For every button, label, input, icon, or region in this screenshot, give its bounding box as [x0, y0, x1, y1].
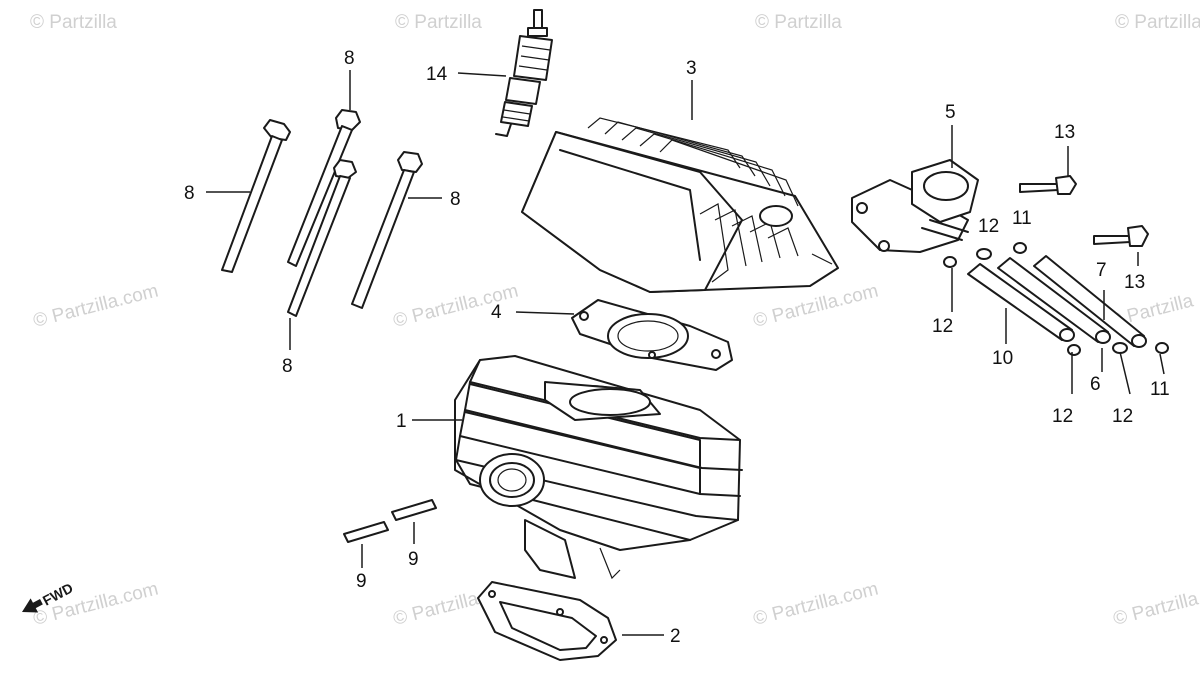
part-spark-plug[interactable]	[495, 9, 553, 137]
part-dowel-pins[interactable]	[343, 499, 437, 543]
part-clips[interactable]	[943, 242, 1169, 356]
callout-4[interactable]: 4	[491, 302, 502, 323]
part-base-gasket[interactable]	[477, 581, 617, 661]
callout-12c[interactable]: 12	[1052, 406, 1073, 427]
callout-9a[interactable]: 9	[356, 571, 367, 592]
callout-3[interactable]: 3	[686, 58, 697, 79]
callout-11b[interactable]: 11	[1150, 379, 1170, 400]
watermark: © Partzilla	[395, 12, 482, 33]
callout-13a[interactable]: 13	[1054, 122, 1075, 143]
callout-6[interactable]: 6	[1090, 374, 1101, 395]
watermark: © Partzilla.com	[31, 281, 160, 332]
callout-13b[interactable]: 13	[1124, 272, 1145, 293]
part-cylinder-head[interactable]	[521, 117, 839, 293]
callout-11a[interactable]: 11	[1012, 208, 1032, 229]
callout-8d[interactable]: 8	[282, 356, 293, 377]
part-head-gasket[interactable]	[571, 299, 733, 371]
callout-8c[interactable]: 8	[450, 189, 461, 210]
leader-lines	[206, 70, 1165, 636]
fwd-arrow-icon	[22, 598, 43, 613]
callout-7[interactable]: 7	[1096, 260, 1107, 281]
callout-1[interactable]: 1	[396, 411, 407, 432]
callout-10[interactable]: 10	[992, 348, 1013, 369]
watermark: © Partzilla	[30, 12, 117, 33]
part-studs[interactable]	[221, 109, 423, 317]
watermark: © Partzilla	[1111, 588, 1200, 629]
watermark: © Partzilla	[1115, 12, 1200, 33]
watermark: © Partzilla.com	[751, 579, 880, 630]
callout-5[interactable]: 5	[945, 102, 956, 123]
callouts: 14 3 4 1 2 5 13 13 8 8 8 8 9 9 12 11 12 …	[184, 48, 1170, 647]
callout-9b[interactable]: 9	[408, 549, 419, 570]
callout-12a[interactable]: 12	[978, 216, 999, 237]
part-tubes[interactable]	[967, 255, 1147, 348]
part-bolts[interactable]	[1019, 175, 1149, 247]
callout-2[interactable]: 2	[670, 626, 681, 647]
callout-8a[interactable]: 8	[184, 183, 195, 204]
callout-12d[interactable]: 12	[1112, 406, 1133, 427]
callout-8b[interactable]: 8	[344, 48, 355, 69]
callout-12b[interactable]: 12	[932, 316, 953, 337]
part-cylinder[interactable]	[454, 355, 743, 580]
watermark: © Partzilla	[755, 12, 842, 33]
callout-14[interactable]: 14	[426, 64, 448, 85]
part-intake-manifold[interactable]	[851, 159, 979, 253]
